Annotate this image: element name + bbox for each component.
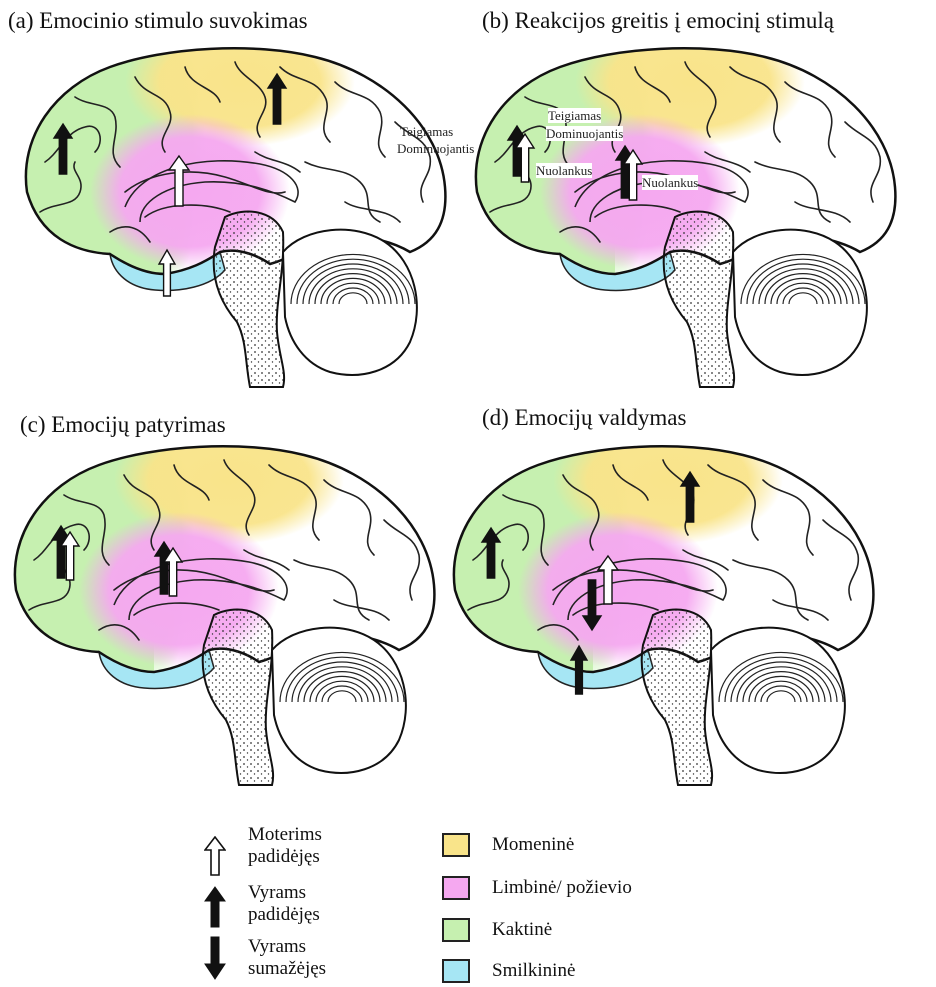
note-a-dominuojantis: Dominuojantis xyxy=(397,141,474,156)
brain-diagram-b xyxy=(465,42,905,392)
legend-men-dec-line2: sumažėjęs xyxy=(248,958,326,980)
legend-women-line2: padidėjęs xyxy=(248,846,322,868)
panel-d-title: (d) Emocijų valdymas xyxy=(482,405,686,431)
legend-swatch-parietal xyxy=(442,833,470,857)
brain-diagram-c xyxy=(4,440,444,790)
legend-swatch-frontal xyxy=(442,918,470,942)
legend-men-decreased-label: Vyrams sumažėjęs xyxy=(248,936,326,980)
legend-women-increased-label: Moterims padidėjęs xyxy=(248,824,322,868)
legend-swatch-temporal xyxy=(442,959,470,983)
legend-men-inc-line2: padidėjęs xyxy=(248,904,320,926)
legend-black-down-arrow-icon xyxy=(204,936,226,985)
legend-label-temporal: Smilkininė xyxy=(492,960,575,982)
note-b-nuolankus-right: Nuolankus xyxy=(642,175,698,190)
panel-b-title: (b) Reakcijos greitis į emocinį stimulą xyxy=(482,8,834,34)
brain-diagram-a xyxy=(15,42,455,392)
legend-label-parietal: Momeninė xyxy=(492,834,574,856)
brain-stem xyxy=(664,212,734,387)
brain-diagram-d xyxy=(443,440,883,790)
legend-men-increased-label: Vyrams padidėjęs xyxy=(248,882,320,926)
legend-men-dec-line1: Vyrams xyxy=(248,936,326,958)
brain-c-svg xyxy=(4,440,444,790)
brain-stem xyxy=(642,610,712,785)
legend-black-up-arrow-icon xyxy=(204,886,226,933)
legend-white-up-arrow-icon xyxy=(204,836,226,881)
legend-swatch-limbic xyxy=(442,876,470,900)
brain-stem xyxy=(203,610,273,785)
note-b-nuolankus-left: Nuolankus xyxy=(536,163,592,178)
brain-d-svg xyxy=(443,440,883,790)
legend-women-line1: Moterims xyxy=(248,824,322,846)
note-b-teigiamas: Teigiamas xyxy=(548,108,601,123)
brain-b-svg xyxy=(465,42,905,392)
panel-a-title: (a) Emocinio stimulo suvokimas xyxy=(8,8,308,34)
legend-men-inc-line1: Vyrams xyxy=(248,882,320,904)
note-a-teigiamas: Teigiamas xyxy=(400,124,453,139)
brain-stem xyxy=(214,212,284,387)
legend-label-frontal: Kaktinė xyxy=(492,919,552,941)
note-b-dominuojantis: Dominuojantis xyxy=(546,126,623,141)
brain-a-svg xyxy=(15,42,455,392)
panel-c-title: (c) Emocijų patyrimas xyxy=(20,412,226,438)
legend-label-limbic: Limbinė/ požievio xyxy=(492,877,632,899)
